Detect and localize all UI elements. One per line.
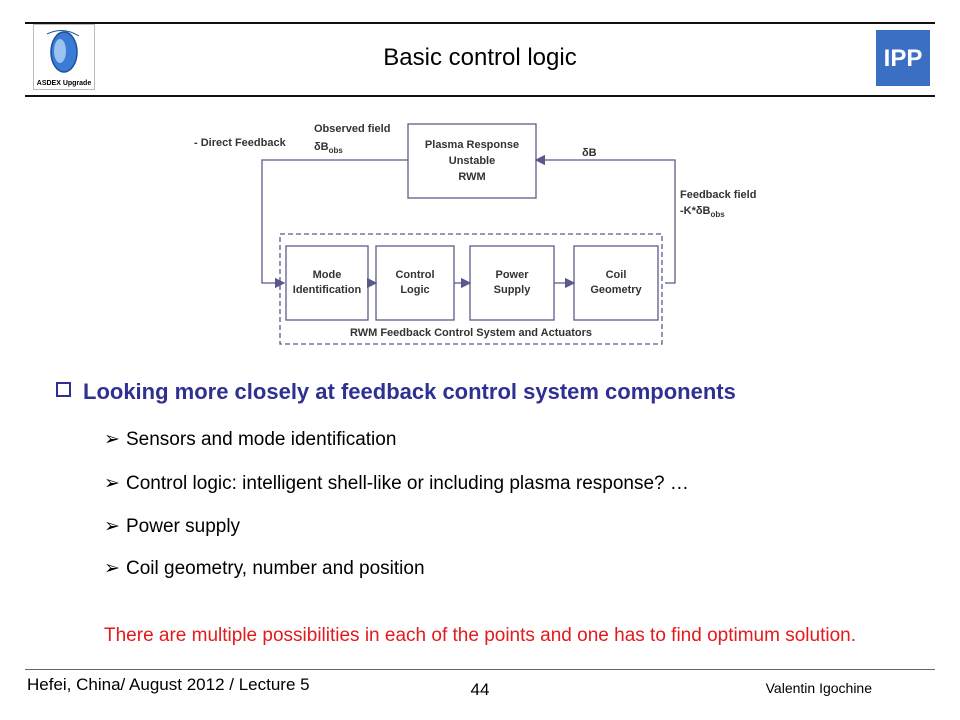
arrow-bullet-icon: ➢ [104, 473, 120, 494]
arrow-bullet-icon: ➢ [104, 516, 120, 537]
power-label-1: Power [495, 269, 529, 281]
arrow-bullet-icon: ➢ [104, 558, 120, 579]
control-logic-box [375, 245, 455, 321]
bullet-item: ➢Sensors and mode identification [104, 429, 397, 450]
system-label: RWM Feedback Control System and Actuator… [350, 327, 592, 339]
section-heading-text: Looking more closely at feedback control… [83, 379, 736, 404]
footer-author: Valentin Igochine [765, 680, 872, 696]
control-label-2: Logic [400, 284, 429, 296]
power-label-2: Supply [494, 284, 532, 296]
footer-rule [25, 669, 935, 670]
plasma-line-1: Plasma Response [425, 139, 519, 151]
observed-field-label: Observed field [314, 123, 390, 135]
plasma-line-3: RWM [458, 171, 485, 183]
top-rule [25, 22, 935, 24]
system-dashed-box [279, 233, 663, 345]
feedback-expr-label: -K*δBobs [680, 205, 725, 219]
ipp-logo: IPP [876, 30, 930, 86]
coil-label-2: Geometry [590, 284, 642, 296]
page-number: 44 [470, 680, 490, 699]
header-rule [25, 95, 935, 97]
mode-identification-box [285, 245, 369, 321]
mode-label-1: Mode [313, 269, 342, 281]
plasma-line-2: Unstable [449, 155, 495, 167]
checkbox-bullet-icon [56, 382, 71, 397]
delta-b-obs-label: δBobs [314, 141, 343, 155]
asdex-upgrade-logo: ASDEX Upgrade [33, 24, 95, 90]
mode-label-2: Identification [293, 284, 362, 296]
coil-geometry-box [573, 245, 659, 321]
control-label-1: Control [395, 269, 434, 281]
bullet-item: ➢Coil geometry, number and position [104, 558, 425, 579]
feedback-diagram: - Direct Feedback Observed field δBobs P… [194, 123, 756, 345]
delta-b-label: δB [582, 147, 597, 159]
bullet-item: ➢Power supply [104, 516, 241, 537]
logo-left-label: ASDEX Upgrade [37, 80, 92, 87]
power-supply-box [469, 245, 555, 321]
arrow-bullet-icon: ➢ [104, 429, 120, 450]
page-title: Basic control logic [383, 44, 577, 71]
logo-right-label: IPP [884, 45, 923, 72]
coil-label-1: Coil [606, 269, 627, 281]
conclusion-note: There are multiple possibilities in each… [104, 625, 856, 646]
bullet-item: ➢Control logic: intelligent shell-like o… [104, 473, 689, 494]
direct-feedback-label: - Direct Feedback [194, 137, 287, 149]
footer-location: Hefei, China/ August 2012 / Lecture 5 [27, 675, 310, 694]
section-heading: Looking more closely at feedback control… [56, 379, 736, 405]
feedback-field-label: Feedback field [680, 189, 756, 201]
